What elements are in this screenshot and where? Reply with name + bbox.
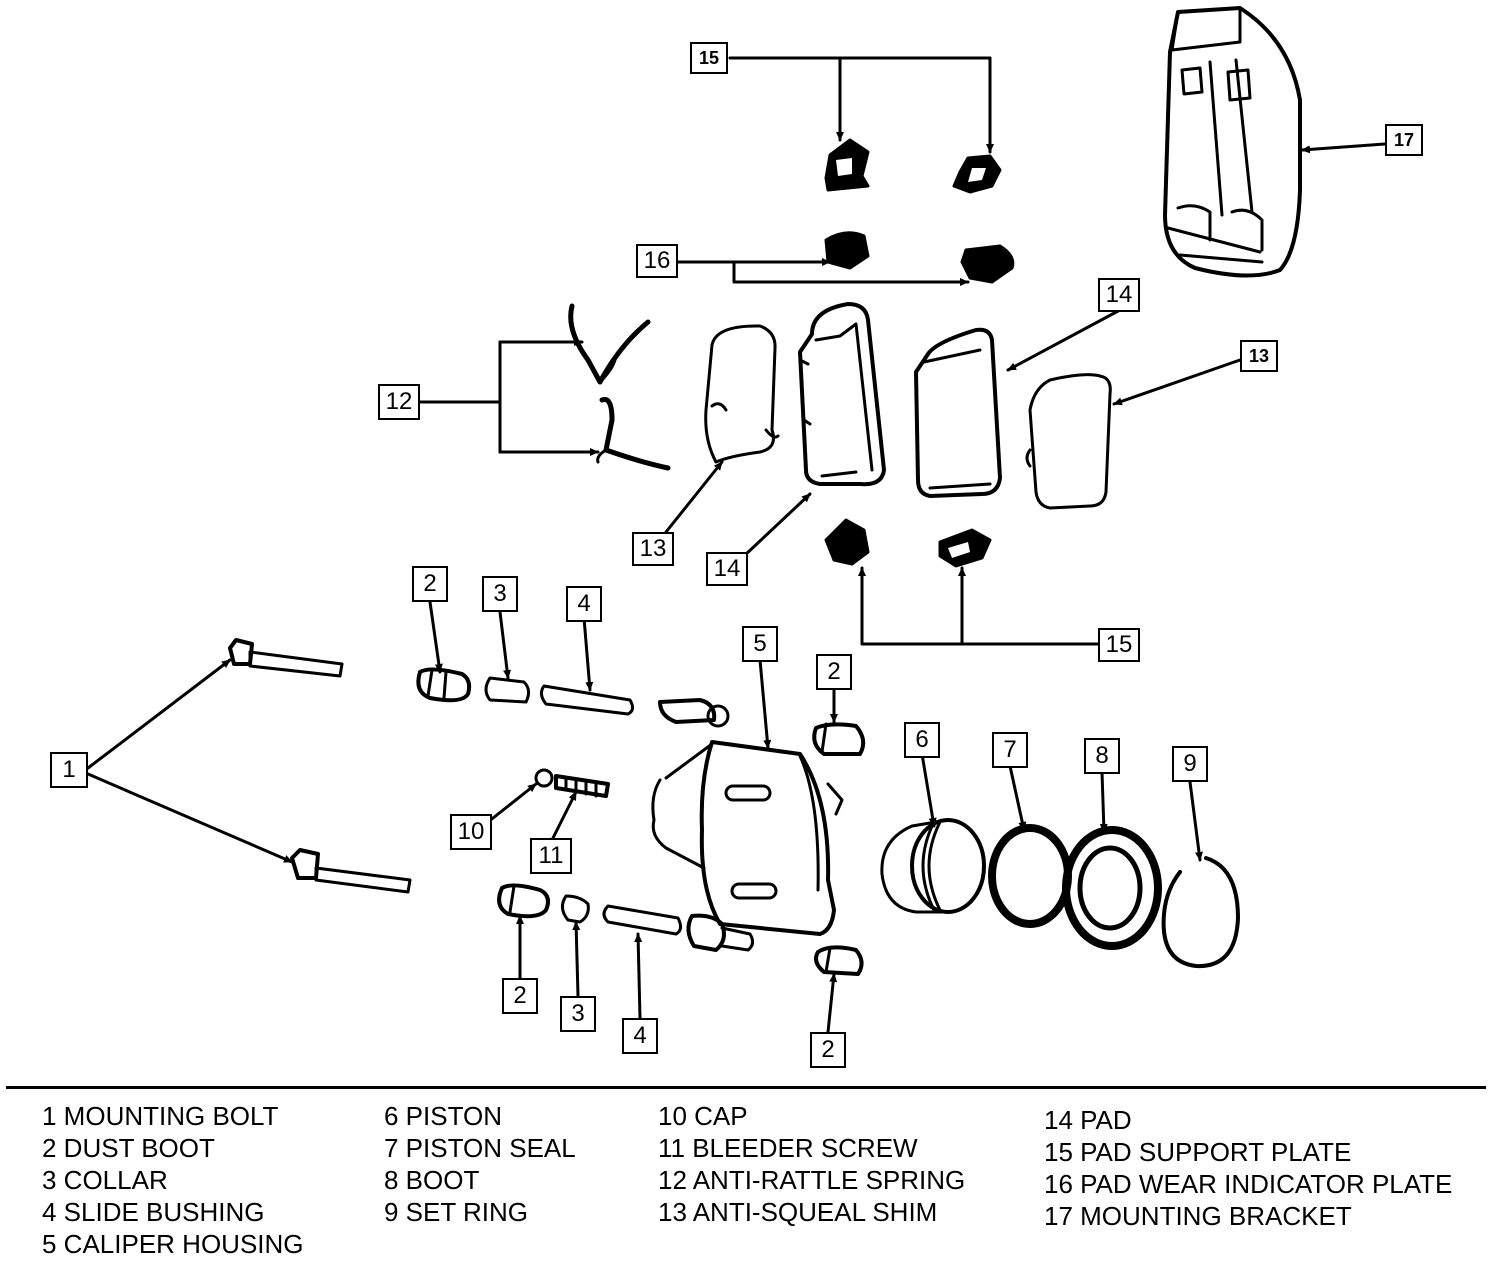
legend-item: 13 ANTI-SQUEAL SHIM [658,1197,938,1227]
mounting-bolts [228,638,412,894]
callout-12: 12 [378,384,420,420]
legend-item: 1 MOUNTING BOLT [42,1101,279,1131]
exploded-caliper-diagram [86,6,1387,1034]
anti-rattle-springs [568,303,671,471]
callout-2-upper: 2 [412,566,448,602]
callout-8: 8 [1084,738,1120,774]
legend-item: 14 PAD [1044,1105,1132,1135]
callout-2-right-bottom: 2 [810,1032,846,1068]
legend-item: 3 COLLAR [42,1165,168,1195]
callout-5: 5 [742,626,778,662]
legend-item: 7 PISTON SEAL [384,1133,576,1163]
callout-4-upper: 4 [566,586,602,622]
pad-wear-indicator-plates [824,231,1015,284]
piston [880,818,986,914]
upper-slide-pin-parts [416,667,635,716]
legend-column-2: 6 PISTON 7 PISTON SEAL 8 BOOT 9 SET RING [384,1100,576,1228]
piston-boot [1062,826,1162,950]
legend-item: 6 PISTON [384,1101,503,1131]
callout-13-top: 13 [1240,340,1278,372]
lower-slide-pin-parts [497,883,683,936]
pad-support-plate-top-left [824,138,870,192]
callout-9: 9 [1172,746,1208,782]
callout-4-lower: 4 [622,1018,658,1054]
legend-column-3: 10 CAP 11 BLEEDER SCREW 12 ANTI-RATTLE S… [658,1100,965,1228]
legend-item: 15 PAD SUPPORT PLATE [1044,1137,1352,1167]
callout-1: 1 [50,752,88,788]
legend-item: 11 BLEEDER SCREW [658,1133,918,1163]
set-ring [1161,856,1240,969]
caliper-housing [651,698,844,952]
callout-17: 17 [1385,124,1423,156]
legend-item: 8 BOOT [384,1165,480,1195]
legend-item: 4 SLIDE BUSHING [42,1197,265,1227]
pad-left [798,302,886,487]
legend-item: 17 MOUNTING BRACKET [1044,1201,1352,1231]
legend-item: 10 CAP [658,1101,748,1131]
callout-13-bottom: 13 [632,532,674,566]
callout-16: 16 [636,244,678,278]
callout-11: 11 [530,838,572,874]
callout-14-bottom: 14 [706,552,748,586]
leader-lines [86,56,1387,1034]
callout-6: 6 [904,722,940,758]
legend-item: 16 PAD WEAR INDICATOR PLATE [1044,1169,1453,1199]
anti-squeal-shim-right [1025,373,1112,510]
callout-15-bottom: 15 [1098,628,1140,662]
legend-column-4: 14 PAD 15 PAD SUPPORT PLATE 16 PAD WEAR … [1044,1104,1452,1232]
legend-divider [6,1086,1486,1089]
pad-support-plate-bottom [824,518,992,568]
legend-item: 2 DUST BOOT [42,1133,215,1163]
callout-2-lower: 2 [502,978,538,1014]
cap-and-bleeder-screw [534,768,610,798]
pad-right [914,327,1002,498]
legend-column-1: 1 MOUNTING BOLT 2 DUST BOOT 3 COLLAR 4 S… [42,1100,304,1260]
callout-7: 7 [992,732,1028,768]
caliper-dust-boots [812,722,866,976]
callout-3-lower: 3 [560,996,596,1032]
legend-item: 12 ANTI-RATTLE SPRING [658,1165,966,1195]
callout-15-top: 15 [690,42,728,74]
callout-3-upper: 3 [482,576,518,612]
anti-squeal-shim-left [704,324,780,464]
legend-item: 9 SET RING [384,1197,529,1227]
parts-legend: 1 MOUNTING BOLT 2 DUST BOOT 3 COLLAR 4 S… [0,1100,1504,1260]
pad-support-plate-top-right [952,154,1002,194]
piston-seal [988,824,1072,928]
callout-14-top: 14 [1098,278,1140,312]
legend-item: 5 CALIPER HOUSING [42,1229,304,1259]
callout-2-right-top: 2 [816,654,852,690]
mounting-bracket [1163,6,1302,278]
callout-10: 10 [450,814,492,850]
